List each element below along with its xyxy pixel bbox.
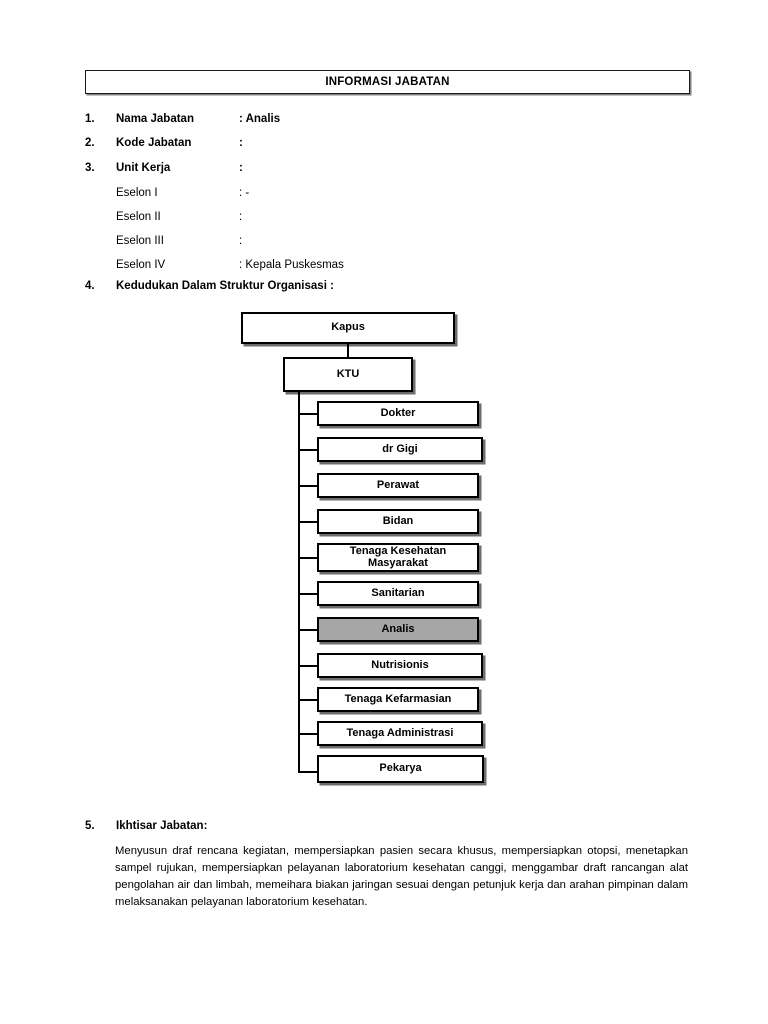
document-title-bar: INFORMASI JABATAN (85, 70, 690, 94)
field-value: : Analis (239, 113, 281, 125)
field-row-nama-jabatan: 1. Nama Jabatan : Analis (85, 110, 725, 128)
field-label: Eselon III (116, 235, 164, 247)
field-value: : - (239, 187, 250, 199)
org-node-pekarya[interactable]: Pekarya (317, 755, 484, 783)
org-node-label: Dokter (380, 406, 416, 419)
connector-branch-dokter (298, 413, 317, 415)
org-node-label: Bidan (382, 514, 414, 527)
section-number: 4. (85, 280, 95, 292)
field-value: : Kepala Puskesmas (239, 259, 344, 271)
connector-branch-analis (298, 629, 317, 631)
org-node-sanitarian[interactable]: Sanitarian (317, 581, 479, 606)
connector-branch-bidan (298, 521, 317, 523)
org-node-label: dr Gigi (382, 442, 418, 455)
field-number: 1. (85, 113, 95, 125)
section-4-heading: 4. Kedudukan Dalam Struktur Organisasi : (85, 280, 334, 292)
org-node-analis[interactable]: Analis (317, 617, 479, 642)
org-node-label: KTU (336, 367, 360, 380)
field-label: Eselon IV (116, 259, 166, 271)
org-node-label: Nutrisionis (371, 658, 429, 671)
field-row-eselon-1: Eselon I : - (85, 184, 725, 202)
field-value: : (239, 162, 243, 174)
section-heading-text: Kedudukan Dalam Struktur Organisasi : (116, 280, 334, 292)
org-node-perawat[interactable]: Perawat (317, 473, 479, 498)
field-row-eselon-2: Eselon II : (85, 208, 725, 226)
connector-branch-perawat (298, 485, 317, 487)
section-5-heading: 5. Ikhtisar Jabatan: (85, 820, 207, 832)
connector-branch-tenaga-kefarmasian (298, 699, 317, 701)
org-node-label: Pekarya (379, 762, 422, 775)
field-value: : (239, 137, 243, 149)
org-node-dokter[interactable]: Dokter (317, 401, 479, 426)
connector-branch-tenaga-kesehatan-masyarakat (298, 557, 317, 559)
org-node-label: Tenaga Kesehatan Masyarakat (349, 544, 447, 569)
org-node-label: Perawat (376, 478, 420, 491)
org-node-tenaga-administrasi[interactable]: Tenaga Administrasi (317, 721, 483, 746)
org-node-label: Analis (381, 622, 415, 635)
field-label: Kode Jabatan (116, 137, 192, 149)
org-node-label: Tenaga Administrasi (346, 726, 454, 739)
connector-trunk-vertical (298, 392, 300, 773)
org-node-nutrisionis[interactable]: Nutrisionis (317, 653, 483, 678)
connector-branch-pekarya (298, 771, 317, 773)
org-node-label: Tenaga Kefarmasian (344, 692, 452, 705)
field-label: Nama Jabatan (116, 113, 194, 125)
connector-kapus-to-ktu (347, 344, 349, 357)
section-heading-text: Ikhtisar Jabatan: (116, 820, 208, 832)
org-node-tenaga-kefarmasian[interactable]: Tenaga Kefarmasian (317, 687, 479, 712)
page-title: INFORMASI JABATAN (325, 76, 450, 88)
field-value: : (239, 235, 243, 247)
field-number: 3. (85, 162, 95, 174)
org-node-ktu[interactable]: KTU (283, 357, 413, 392)
connector-branch-sanitarian (298, 593, 317, 595)
org-node-dr-gigi[interactable]: dr Gigi (317, 437, 483, 462)
field-row-eselon-4: Eselon IV : Kepala Puskesmas (85, 256, 725, 274)
field-row-unit-kerja: 3. Unit Kerja : (85, 159, 725, 177)
org-node-kapus[interactable]: Kapus (241, 312, 455, 344)
field-label: Unit Kerja (116, 162, 171, 174)
field-number: 2. (85, 137, 95, 149)
org-node-label: Sanitarian (371, 586, 425, 599)
field-value: : (239, 211, 243, 223)
connector-branch-nutrisionis (298, 665, 317, 667)
field-row-kode-jabatan: 2. Kode Jabatan : (85, 134, 725, 152)
section-number: 5. (85, 820, 95, 832)
field-label: Eselon II (116, 211, 161, 223)
ikhtisar-jabatan-body: Menyusun draf rencana kegiatan, mempersi… (115, 845, 688, 909)
connector-branch-dr-gigi (298, 449, 317, 451)
org-node-tenaga-kesehatan-masyarakat[interactable]: Tenaga Kesehatan Masyarakat (317, 543, 479, 572)
org-node-bidan[interactable]: Bidan (317, 509, 479, 534)
field-label: Eselon I (116, 187, 158, 199)
connector-branch-tenaga-administrasi (298, 733, 317, 735)
org-node-label: Kapus (331, 321, 365, 334)
field-row-eselon-3: Eselon III : (85, 232, 725, 250)
